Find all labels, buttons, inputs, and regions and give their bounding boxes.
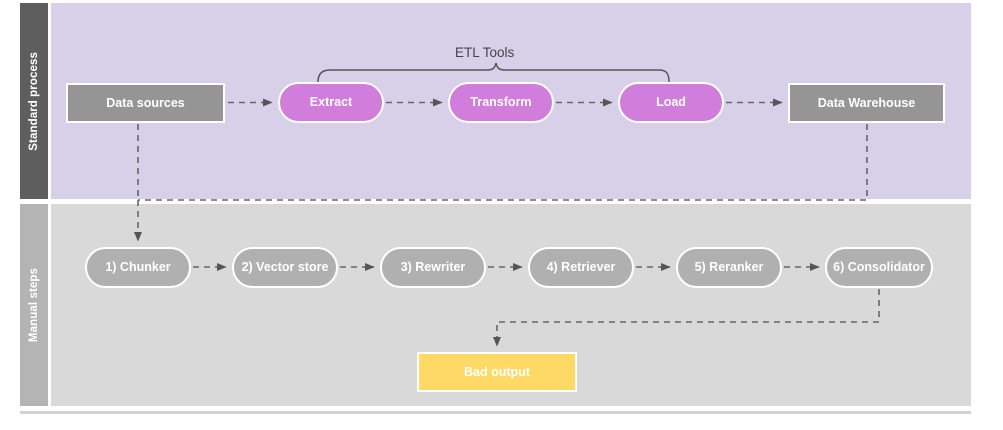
lane-label-manual-steps-text: Manual steps bbox=[28, 267, 40, 343]
node-extract-label: Extract bbox=[309, 95, 353, 110]
node-data-sources-label: Data sources bbox=[106, 95, 185, 110]
node-bad-output-label: Bad output bbox=[464, 364, 530, 379]
node-data-warehouse-label: Data Warehouse bbox=[817, 95, 916, 110]
node-reranker[interactable]: 5) Reranker bbox=[676, 247, 782, 288]
lane-label-standard-process-text: Standard process bbox=[28, 51, 40, 151]
node-transform[interactable]: Transform bbox=[448, 82, 554, 123]
lane-label-manual-steps: Manual steps bbox=[20, 204, 48, 406]
node-load[interactable]: Load bbox=[618, 82, 724, 123]
lane-label-standard-process: Standard process bbox=[20, 3, 48, 199]
node-consolidator-label: 6) Consolidator bbox=[833, 260, 925, 275]
node-load-label: Load bbox=[656, 95, 686, 110]
node-vector-store-label: 2) Vector store bbox=[241, 260, 329, 275]
node-rewriter[interactable]: 3) Rewriter bbox=[380, 247, 486, 288]
node-vector-store[interactable]: 2) Vector store bbox=[232, 247, 338, 288]
etl-tools-label: ETL Tools bbox=[455, 45, 515, 60]
bottom-divider bbox=[20, 411, 971, 414]
node-reranker-label: 5) Reranker bbox=[694, 260, 764, 275]
node-data-sources[interactable]: Data sources bbox=[66, 83, 225, 123]
node-data-warehouse[interactable]: Data Warehouse bbox=[788, 83, 945, 123]
node-bad-output[interactable]: Bad output bbox=[417, 352, 577, 392]
node-rewriter-label: 3) Rewriter bbox=[400, 260, 466, 275]
node-chunker-label: 1) Chunker bbox=[105, 260, 171, 275]
node-consolidator[interactable]: 6) Consolidator bbox=[825, 247, 933, 288]
node-retriever-label: 4) Retriever bbox=[546, 260, 616, 275]
node-retriever[interactable]: 4) Retriever bbox=[528, 247, 634, 288]
node-transform-label: Transform bbox=[470, 95, 532, 110]
node-chunker[interactable]: 1) Chunker bbox=[85, 247, 191, 288]
node-extract[interactable]: Extract bbox=[278, 82, 384, 123]
